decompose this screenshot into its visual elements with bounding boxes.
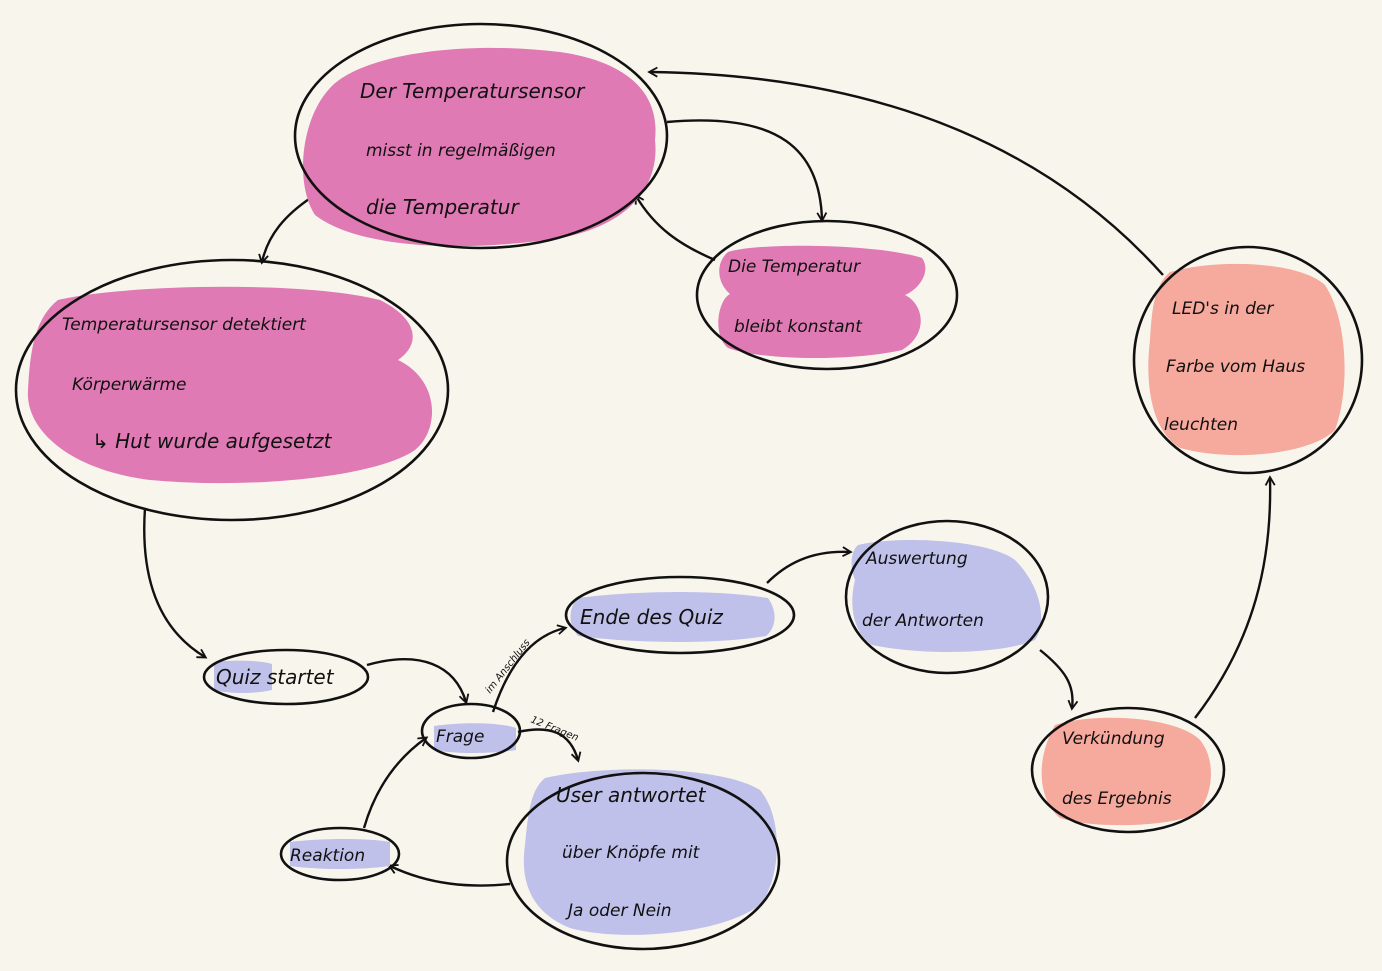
node-reaction: Reaktion [279,826,401,882]
node-text-line: der Antworten [862,611,984,631]
node-text-line: Reaktion [290,846,365,866]
node-text-line: Die Temperatur [728,257,861,277]
lavender-highlight [523,769,777,935]
node-text-line: Farbe vom Haus [1166,357,1305,377]
node-text-line: Ende des Quiz [580,605,723,629]
salmon-highlight [1148,263,1345,456]
edge-leds-to-messung [650,72,1164,276]
node-text-line: über Knöpfe mit [562,843,701,863]
node-outline [695,219,959,371]
node-body-heat-detected: Temperatursensor detektiert Körperwärme … [14,258,450,522]
lavender-highlight [851,540,1042,652]
node-outline [564,575,796,655]
node-text-line: misst in regelmäßigen [366,141,556,161]
node-quiz-start: Quiz startet [202,648,370,706]
edge-messung-to-konstant [666,119,822,220]
node-outline [279,826,401,882]
node-outline [505,771,781,951]
node-temperature-constant: Die Temperatur bleibt konstant [695,219,959,371]
pink-highlight [303,47,656,247]
node-outline [1030,706,1226,834]
node-text-line: ↳ Hut wurde aufgesetzt [92,429,333,453]
edge-quiz-ende-to-auswertung [766,552,850,584]
edge-konstant-to-messung [636,196,716,262]
node-outline [293,22,669,250]
node-outline [1132,245,1364,475]
pink-highlight [718,245,926,359]
edge-user-antwort-to-reaktion [390,866,511,887]
node-text-line: Körperwärme [72,375,187,395]
edge-koerperwaerme-to-quiz-start [143,507,205,657]
edge-reaktion-to-frage [362,738,426,829]
node-outline [202,648,370,706]
node-evaluation: Auswertung der Antworten [844,519,1050,675]
node-text-line: LED's in der [1172,299,1274,319]
salmon-highlight [1041,717,1211,826]
edge-label-im-anschluss: im Anschluss [484,637,533,695]
node-outline [844,519,1050,675]
pink-highlight [27,286,433,484]
edge-frage-to-user-antwort [517,728,578,760]
node-announcement: Verkündung des Ergebnis [1030,706,1226,834]
lavender-highlight [290,839,390,869]
edge-messung-to-koerperwaerme [262,196,313,262]
lavender-highlight [434,723,516,753]
node-text-line: User antwortet [556,783,707,807]
lavender-highlight [570,592,775,642]
node-leds-house-color: LED's in der Farbe vom Haus leuchten [1132,245,1364,475]
node-outline [420,702,522,760]
edge-frage-to-quiz-ende [491,628,565,713]
node-outline [14,258,450,522]
node-text-line: bleibt konstant [734,317,863,337]
edge-verkuendung-to-leds [1194,478,1270,719]
lavender-highlight [214,660,272,693]
node-text-line: Ja oder Nein [565,901,672,921]
node-text-line: Verkündung [1062,729,1165,749]
edge-auswertung-to-verkuendung [1039,649,1073,708]
node-text-line: Der Temperatursensor [360,79,586,103]
node-question: Frage [420,702,522,760]
node-text-line: Auswertung [865,549,968,569]
node-text-line: Quiz startet [216,665,335,689]
node-quiz-end: Ende des Quiz [564,575,796,655]
node-text-line: des Ergebnis [1062,789,1172,809]
node-text-line: Temperatursensor detektiert [62,315,307,335]
edge-quiz-start-to-frage [366,658,466,702]
node-user-answers: User antwortet über Knöpfe mit Ja oder N… [505,769,781,951]
node-text-line: Frage [436,727,484,747]
node-temperature-measurement: Der Temperatursensor misst in regelmäßig… [293,22,669,250]
node-text-line: die Temperatur [366,195,520,219]
node-text-line: leuchten [1164,415,1238,435]
